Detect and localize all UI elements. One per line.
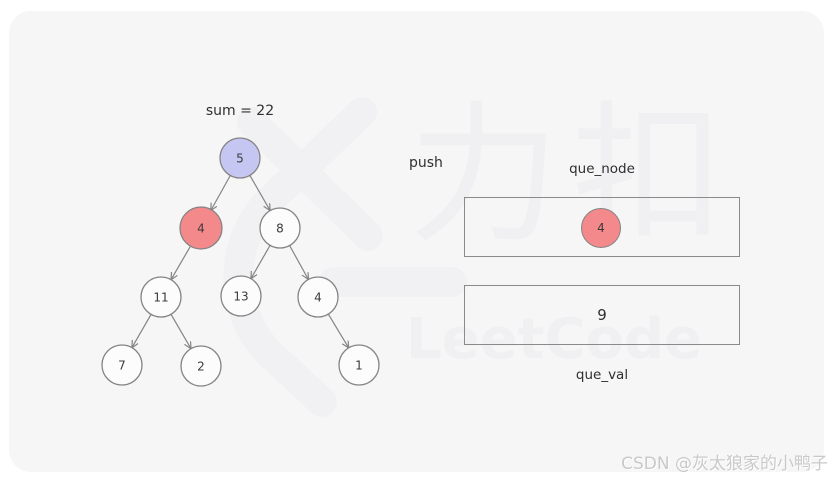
tree-node-1-value: 1 bbox=[355, 359, 363, 373]
tree-node-5-value: 5 bbox=[236, 152, 244, 166]
tree-node-2: 2 bbox=[180, 345, 222, 387]
tree-edges bbox=[132, 175, 349, 348]
tree-node-8-value: 8 bbox=[276, 222, 284, 236]
que-val-title: que_val bbox=[575, 367, 629, 383]
edge-8-13 bbox=[251, 245, 271, 278]
que-val-box: 9 bbox=[464, 285, 740, 345]
edge-8-4b bbox=[289, 245, 309, 280]
tree-node-13-value: 13 bbox=[233, 290, 248, 304]
tree-node-4-highlight: 4 bbox=[179, 206, 223, 250]
edge-5-8 bbox=[249, 175, 270, 210]
que-node-item-value: 4 bbox=[597, 221, 605, 235]
tree-node-2-value: 2 bbox=[197, 360, 205, 374]
tree-node-4b-value: 4 bbox=[314, 291, 322, 305]
que-val-item-value: 9 bbox=[597, 306, 607, 324]
tree-node-7: 7 bbox=[101, 344, 143, 386]
que-node-title: que_node bbox=[569, 161, 635, 177]
que-node-item-circle: 4 bbox=[581, 208, 621, 248]
panel-background bbox=[9, 11, 824, 472]
tree-node-7-value: 7 bbox=[118, 359, 126, 373]
edge-4-11 bbox=[171, 244, 192, 279]
sum-label: sum = 22 bbox=[205, 103, 275, 119]
edge-5-4 bbox=[211, 175, 231, 211]
edge-4b-1 bbox=[327, 313, 348, 348]
tree-node-4-value: 4 bbox=[197, 222, 205, 236]
push-label: push bbox=[409, 155, 443, 171]
tree-node-1: 1 bbox=[338, 344, 380, 386]
edge-11-2 bbox=[170, 313, 191, 348]
tree-node-4b: 4 bbox=[297, 276, 339, 318]
tree-node-11: 11 bbox=[140, 276, 182, 318]
edge-11-7 bbox=[132, 314, 152, 347]
tree-node-8: 8 bbox=[259, 207, 301, 249]
tree-node-11-value: 11 bbox=[153, 291, 168, 305]
tree-node-5: 5 bbox=[219, 137, 261, 179]
tree-node-13: 13 bbox=[220, 275, 262, 317]
que-node-box bbox=[464, 197, 740, 257]
